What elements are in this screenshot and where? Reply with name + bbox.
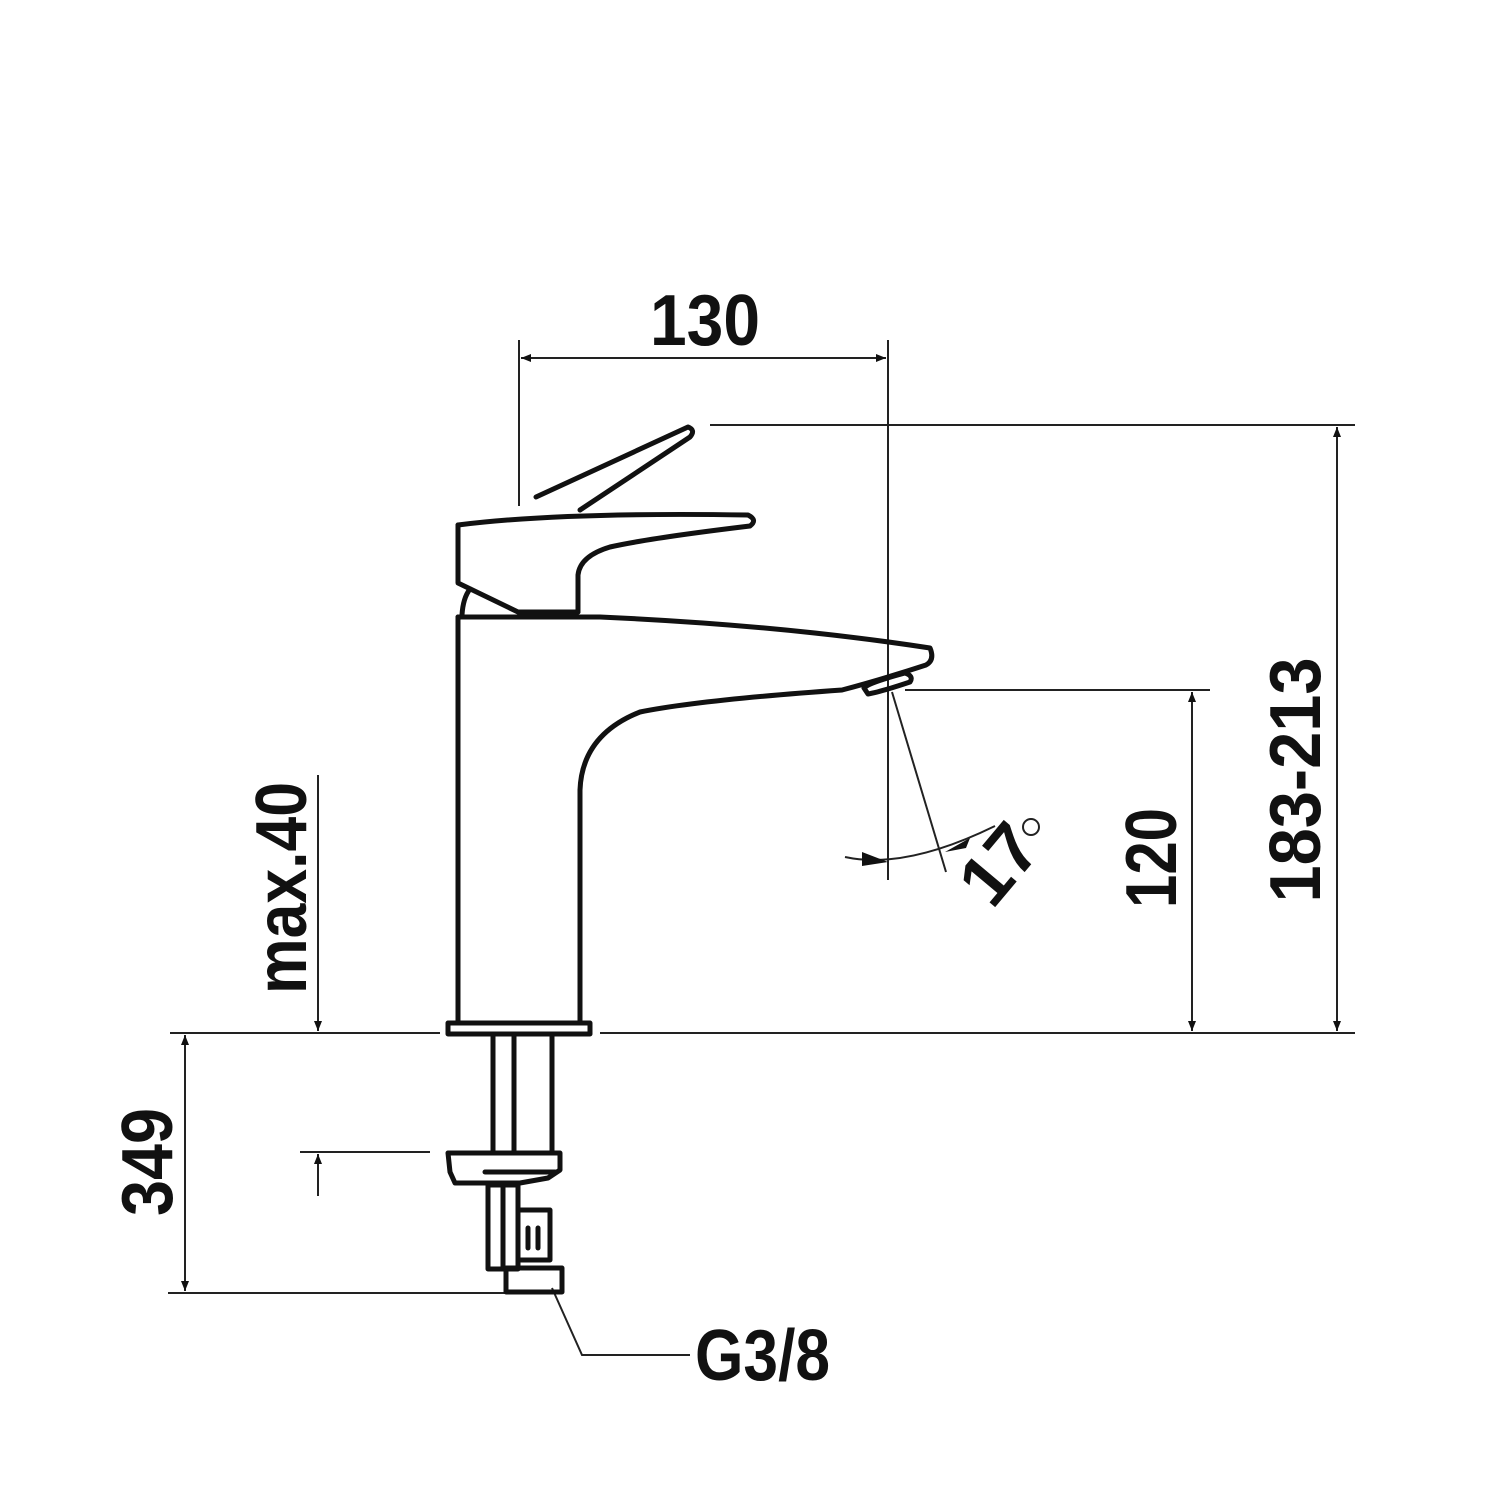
lever — [533, 424, 696, 513]
dimension-max-40: max.40 — [242, 775, 430, 1196]
mounting-stem — [490, 1032, 555, 1155]
dimension-label-reach: 130 — [650, 281, 760, 361]
dimension-130: 130 — [518, 281, 889, 880]
dimension-349: 349 — [108, 1035, 505, 1294]
dimension-spout-height: 120 — [905, 689, 1210, 1031]
dimension-angle: 17 — [844, 691, 1056, 921]
hose-fitting — [515, 1207, 553, 1263]
dimension-label-spout-height: 120 — [1112, 808, 1192, 908]
spout — [455, 614, 935, 1025]
dimension-label-total-height: 183-213 — [1256, 658, 1336, 903]
dimension-label-349: 349 — [108, 1108, 188, 1216]
connection-callout: G3/8 — [551, 1287, 830, 1396]
handle — [455, 511, 756, 615]
dimension-label-max-40: max.40 — [242, 782, 322, 994]
connection-label: G3/8 — [695, 1316, 830, 1396]
aerator — [861, 670, 914, 697]
faucet-body — [445, 424, 935, 1295]
base-plate — [445, 1020, 593, 1037]
dimension-total-height: 183-213 — [170, 424, 1355, 1034]
mounting-nut — [445, 1150, 563, 1186]
connection-nut — [503, 1265, 565, 1295]
